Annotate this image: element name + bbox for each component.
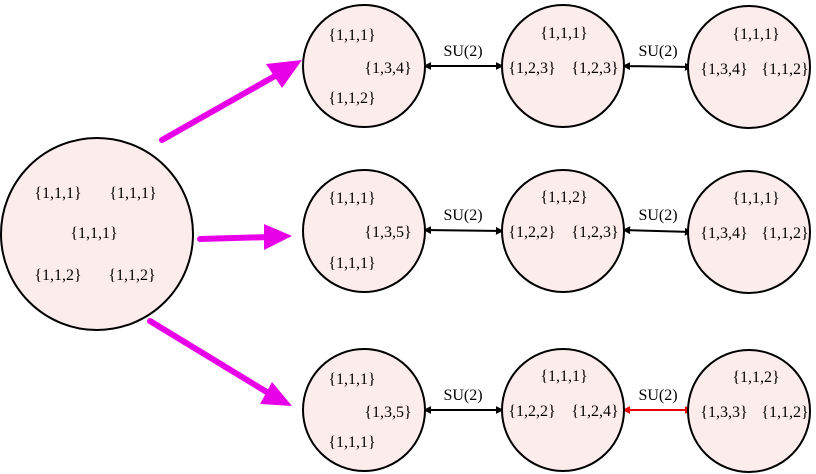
row-1-node-right-label-top: {1,1,1} — [732, 26, 779, 43]
row-3-connector-a: SU(2) — [423, 387, 504, 414]
row-3-node-right-label-left: {1,3,3} — [700, 404, 747, 421]
row-2-node-right: {1,1,1} {1,3,4} {1,1,2} — [687, 170, 811, 294]
source-label-bottom-left: {1,1,2} — [34, 267, 81, 284]
row-3: SU(2) SU(2) {1,1,1} {1,3,5} {1,1,1} {1,1… — [302, 348, 811, 473]
row-2-node-middle: {1,1,2} {1,2,2} {1,2,3} — [501, 169, 625, 293]
row-2-node-left: {1,1,1} {1,3,5} {1,1,1} — [302, 169, 426, 293]
row-3-node-right-label-right: {1,1,2} — [761, 404, 808, 421]
row-3-node-right-label-top: {1,1,2} — [732, 369, 779, 386]
row-3-connector-b-highlighted: SU(2) — [622, 387, 693, 414]
row-1-node-right-label-left: {1,3,4} — [700, 61, 747, 78]
row-3-node-left-label-mid: {1,3,5} — [364, 404, 411, 421]
source-label-top-right: {1,1,1} — [109, 185, 156, 202]
row-2-edge-label-a: SU(2) — [443, 207, 482, 224]
row-3-node-left-label-top: {1,1,1} — [328, 371, 375, 388]
row-2-node-left-label-bottom: {1,1,1} — [328, 255, 375, 272]
row-1-node-left-label-mid: {1,3,4} — [364, 60, 411, 77]
row-3-edge-label-b: SU(2) — [638, 387, 677, 404]
row-3-node-middle-label-right: {1,2,4} — [571, 403, 618, 420]
row-2-node-middle-label-top: {1,1,2} — [540, 189, 587, 206]
row-1-edge-label-b: SU(2) — [638, 43, 677, 60]
row-1-connector-a: SU(2) — [423, 43, 504, 70]
row-1-node-left: {1,1,1} {1,3,4} {1,1,2} — [302, 4, 426, 128]
branch-arrow-bottom — [147, 318, 292, 406]
row-2-node-middle-label-right: {1,2,3} — [571, 224, 618, 241]
row-3-node-right: {1,1,2} {1,3,3} {1,1,2} — [687, 349, 811, 473]
row-1-connector-b: SU(2) — [622, 43, 693, 71]
row-3-edge-label-a: SU(2) — [443, 387, 482, 404]
row-3-node-left: {1,1,1} {1,3,5} {1,1,1} — [302, 348, 426, 472]
source-label-bottom-right: {1,1,2} — [108, 267, 155, 284]
source-label-top-left: {1,1,1} — [34, 185, 81, 202]
row-3-node-middle-label-top: {1,1,1} — [540, 368, 587, 385]
row-1-node-right-label-right: {1,1,2} — [761, 61, 808, 78]
row-1-node-middle-label-top: {1,1,1} — [540, 25, 587, 42]
row-2-node-right-label-top: {1,1,1} — [732, 190, 779, 207]
branch-arrow-top — [159, 60, 302, 143]
row-1-node-left-label-bottom: {1,1,2} — [328, 90, 375, 107]
row-1-edge-label-a: SU(2) — [443, 43, 482, 60]
branch-arrow-middle — [197, 224, 292, 250]
row-3-node-left-label-bottom: {1,1,1} — [328, 434, 375, 451]
row-3-node-middle: {1,1,1} {1,2,2} {1,2,4} — [501, 348, 625, 472]
row-2-node-right-label-right: {1,1,2} — [761, 225, 808, 242]
row-1-node-middle-label-right: {1,2,3} — [571, 60, 618, 77]
source-node: {1,1,1} {1,1,1} {1,1,1} {1,1,2} {1,1,2} — [0, 137, 194, 331]
row-1-node-middle-label-left: {1,2,3} — [508, 60, 555, 77]
branch-arrows — [147, 60, 302, 406]
row-2-node-right-label-left: {1,3,4} — [700, 225, 747, 242]
row-2: SU(2) SU(2) {1,1,1} {1,3,5} {1,1,1} {1,1… — [302, 169, 811, 294]
row-1-node-middle: {1,1,1} {1,2,3} {1,2,3} — [501, 4, 625, 128]
source-label-center: {1,1,1} — [70, 225, 117, 242]
row-3-node-middle-label-left: {1,2,2} — [508, 403, 555, 420]
row-2-edge-label-b: SU(2) — [638, 207, 677, 224]
row-2-node-left-label-mid: {1,3,5} — [364, 224, 411, 241]
row-1: SU(2) SU(2) {1,1,1} {1,3,4} {1,1,2} {1,1… — [302, 4, 811, 129]
row-1-node-left-label-top: {1,1,1} — [328, 27, 375, 44]
row-2-node-middle-label-left: {1,2,2} — [508, 224, 555, 241]
row-2-connector-b: SU(2) — [622, 207, 693, 236]
row-2-node-left-label-top: {1,1,1} — [328, 190, 375, 207]
row-1-node-right: {1,1,1} {1,3,4} {1,1,2} — [687, 5, 811, 129]
row-2-connector-a: SU(2) — [423, 207, 504, 235]
